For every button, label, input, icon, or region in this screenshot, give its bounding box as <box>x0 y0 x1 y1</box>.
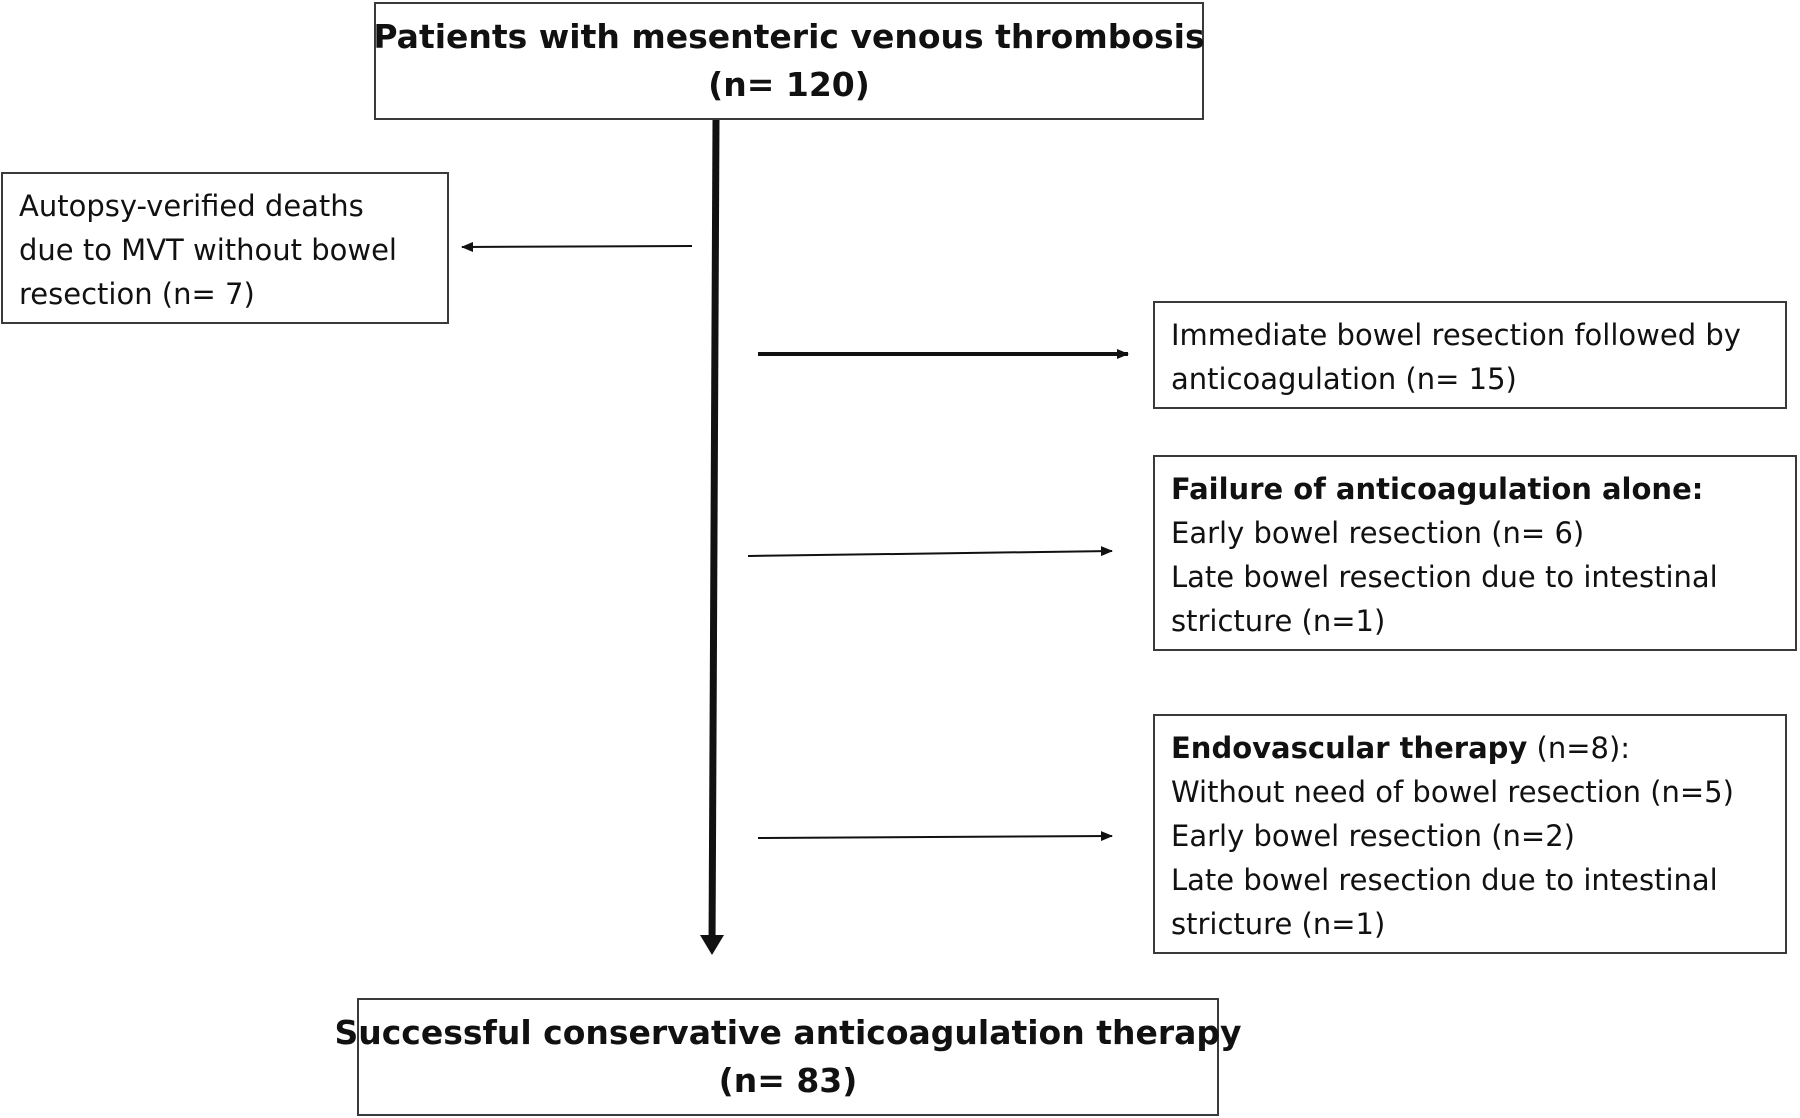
endovascular-box: Endovascular therapy (n=8): Without need… <box>1153 714 1787 954</box>
bottom-box-title: Successful conservative anticoagulation … <box>334 1013 1242 1052</box>
arrow-to-endovascular <box>757 831 1113 842</box>
failure-line-1: Early bowel resection (n= 6) <box>1171 516 1585 550</box>
endo-line-1: Without need of bowel resection (n=5) <box>1171 775 1734 809</box>
failure-line-3: stricture (n=1) <box>1171 604 1386 638</box>
top-box-title: Patients with mesenteric venous thrombos… <box>373 17 1205 56</box>
deaths-box: Autopsy-verified deaths due to MVT witho… <box>1 172 449 324</box>
failure-heading: Failure of anticoagulation alone: <box>1171 472 1704 506</box>
bottom-box-successful: Successful conservative anticoagulation … <box>334 998 1242 1116</box>
immediate-resection-box: Immediate bowel resection followed by an… <box>1153 301 1787 409</box>
endo-heading: Endovascular therapy (n=8): <box>1171 726 1769 770</box>
deaths-line-3: resection (n= 7) <box>19 277 255 311</box>
endo-heading-rest: (n=8): <box>1527 731 1631 765</box>
immediate-line-2: anticoagulation (n= 15) <box>1171 362 1517 396</box>
main-flow-arrow <box>708 119 720 949</box>
endo-line-4: stricture (n=1) <box>1171 907 1386 941</box>
deaths-line-2: due to MVT without bowel <box>19 233 397 267</box>
deaths-line-1: Autopsy-verified deaths <box>19 189 364 223</box>
failure-line-2: Late bowel resection due to intestinal <box>1171 560 1718 594</box>
endo-line-3: Late bowel resection due to intestinal <box>1171 863 1718 897</box>
failure-anticoagulation-box: Failure of anticoagulation alone: Early … <box>1153 455 1797 651</box>
bottom-box-count: (n= 83) <box>718 1061 858 1100</box>
top-box-patients: Patients with mesenteric venous thrombos… <box>373 2 1205 120</box>
immediate-line-1: Immediate bowel resection followed by <box>1171 318 1741 352</box>
arrow-to-deaths <box>461 241 693 252</box>
arrow-to-failure <box>747 546 1113 557</box>
endo-line-2: Early bowel resection (n=2) <box>1171 819 1575 853</box>
endo-heading-bold: Endovascular therapy <box>1171 731 1528 765</box>
main-flow-arrowhead <box>700 935 724 955</box>
top-box-count: (n= 120) <box>708 65 870 104</box>
